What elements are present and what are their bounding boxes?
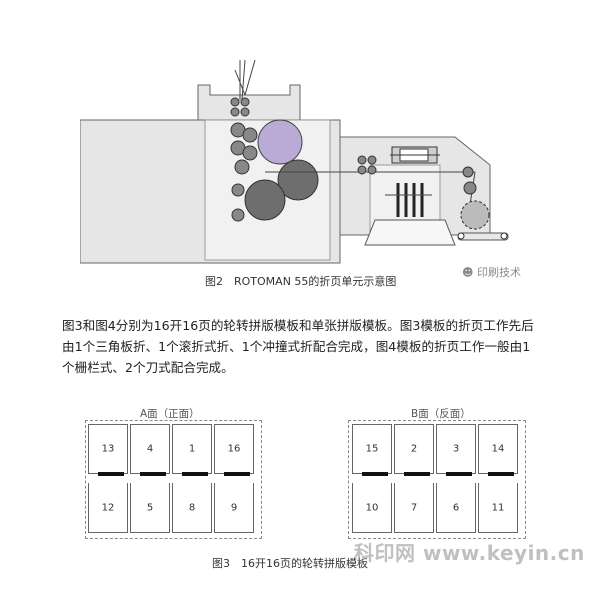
roller-small-5 (234, 159, 250, 175)
roller-purple (257, 119, 303, 165)
page-cell: 5 (130, 483, 170, 533)
page-cell: 9 (214, 483, 254, 533)
fold-mark-bar (446, 472, 472, 476)
fold-mark-bar (140, 472, 166, 476)
page-cell: 8 (172, 483, 212, 533)
fold-mark-bar (404, 472, 430, 476)
folding-unit-diagram (80, 59, 509, 264)
roller-dashed (460, 200, 490, 230)
page-cell: 3 (436, 424, 476, 474)
page-cell: 6 (436, 483, 476, 533)
page-cell: 13 (88, 424, 128, 474)
roller-small-2 (242, 127, 258, 143)
fold-mark-bar (182, 472, 208, 476)
roller-small-4 (242, 145, 258, 161)
figure-3-caption: 图3 16开16页的轮转拼版模板 (212, 557, 368, 570)
page-cell: 12 (88, 483, 128, 533)
page-cell: 10 (352, 483, 392, 533)
page-cell: 16 (214, 424, 254, 474)
page-cell: 11 (478, 483, 518, 533)
wechat-watermark: ☻ 印刷技术 (462, 266, 521, 279)
sheet-b-label: B面（反面） (411, 408, 471, 420)
roller-small-6 (231, 183, 245, 197)
delivery-belt (457, 232, 509, 241)
page-cell: 15 (352, 424, 392, 474)
sheet-a-imposition: 13 4 1 16 12 5 8 9 (85, 420, 262, 539)
roller-dark-lower (244, 179, 286, 221)
body-paragraph: 图3和图4分别为16开16页的轮转拼版模板和单张拼版模板。图3模板的折页工作先后… (62, 318, 534, 375)
fold-mark-bar (362, 472, 388, 476)
fold-mark-bar (98, 472, 124, 476)
figure-2-caption: 图2 ROTOMAN 55的折页单元示意图 (205, 275, 397, 288)
page-cell: 2 (394, 424, 434, 474)
fold-mark-bar (488, 472, 514, 476)
sheet-a-label: A面（正面） (140, 408, 200, 420)
page-cell: 14 (478, 424, 518, 474)
site-watermark: 科印网 www.keyin.cn (354, 541, 585, 565)
fold-mark-bar (224, 472, 250, 476)
sheet-b-imposition: 15 2 3 14 10 7 6 11 (348, 420, 526, 539)
roller-small-7 (231, 208, 245, 222)
page-cell: 4 (130, 424, 170, 474)
page-cell: 7 (394, 483, 434, 533)
wechat-icon: ☻ (462, 266, 477, 279)
page-cell: 1 (172, 424, 212, 474)
roller-dark-upper (277, 159, 319, 201)
